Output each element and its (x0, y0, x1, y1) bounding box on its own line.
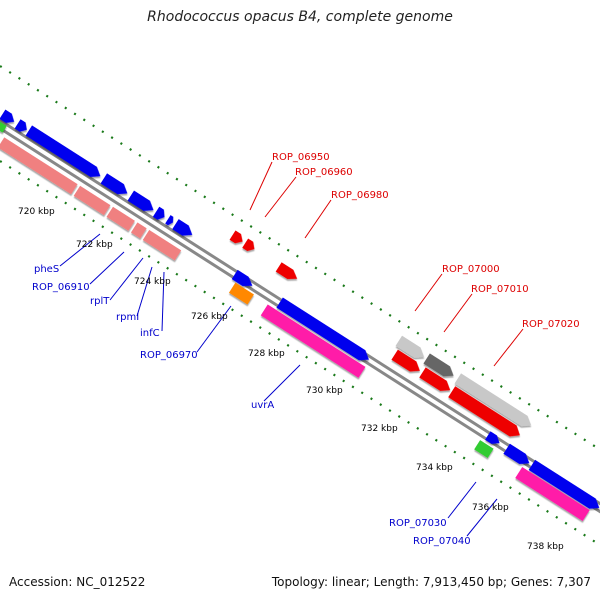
gene-feature-32 (528, 459, 600, 509)
scale-label-732: 732 kbp (361, 424, 398, 434)
gene-label-rplt[interactable]: rplT (90, 296, 110, 307)
gene-feature-31 (503, 443, 530, 465)
leader-line-3 (304, 199, 332, 239)
map-title: Rhodococcus opacus B4, complete genome (147, 9, 453, 25)
scale-tick-labels: 720 kbp 722 kbp 724 kbp 726 kbp 728 kbp … (18, 207, 564, 552)
gene-feature-2 (14, 119, 27, 132)
gene-feature-22 (260, 304, 366, 378)
gene-feature-8 (172, 219, 193, 236)
gene-feature-23 (395, 335, 425, 358)
gene-label-rop-06980[interactable]: ROP_06980 (331, 190, 389, 201)
gene-feature-26 (391, 349, 420, 372)
scale-label-720: 720 kbp (18, 207, 55, 217)
gene-feature-14 (0, 118, 7, 133)
gene-label-rop-07000[interactable]: ROP_07000 (442, 264, 500, 275)
scale-label-736: 736 kbp (472, 503, 509, 513)
gene-label-uvra[interactable]: uvrA (251, 400, 274, 411)
scale-label-726: 726 kbp (191, 312, 228, 322)
dotted-scale-line-1 (0, 65, 600, 451)
leader-line-8 (89, 251, 125, 285)
gene-feature-3 (25, 125, 101, 177)
gene-feature-5 (127, 190, 154, 211)
gene-feature-13 (142, 229, 182, 261)
gene-feature-24 (423, 353, 454, 377)
gene-label-rop-07030[interactable]: ROP_07030 (389, 518, 447, 529)
leader-line-14 (447, 481, 477, 519)
gene-feature-33 (515, 467, 590, 522)
gene-feature-16 (229, 230, 243, 244)
gene-feature-29 (485, 431, 500, 444)
gene-feature-30 (474, 440, 494, 458)
gene-label-rop-07010[interactable]: ROP_07010 (471, 284, 529, 295)
gene-feature-6 (152, 206, 165, 220)
dotted-scale-line-2 (0, 160, 600, 546)
leader-line-13 (263, 364, 301, 402)
gene-label-rpmi[interactable]: rpmI (116, 312, 139, 323)
gene-feature-11 (106, 206, 135, 231)
gene-feature-20 (228, 282, 254, 305)
gene-feature-27 (419, 367, 451, 391)
scale-label-724: 724 kbp (134, 277, 171, 287)
label-leader-lines (59, 161, 524, 537)
gene-features (0, 109, 600, 522)
leader-line-7 (59, 233, 101, 267)
leader-line-12 (196, 305, 232, 353)
gene-label-rop-06910[interactable]: ROP_06910 (32, 282, 90, 293)
scale-label-722: 722 kbp (76, 240, 113, 250)
leader-line-6 (493, 328, 524, 367)
scale-label-734: 734 kbp (416, 463, 453, 473)
gene-feature-18 (275, 262, 298, 280)
gene-feature-10 (73, 185, 111, 216)
gene-label-rop-06970[interactable]: ROP_06970 (140, 350, 198, 361)
gene-feature-19 (231, 269, 253, 287)
gene-label-infc[interactable]: infC (140, 328, 160, 339)
gene-feature-25 (454, 373, 532, 426)
leader-line-15 (466, 498, 498, 537)
scale-label-738: 738 kbp (527, 542, 564, 552)
leader-line-11 (161, 271, 165, 332)
scale-label-730: 730 kbp (306, 386, 343, 396)
leader-line-10 (136, 266, 153, 317)
gene-feature-28 (448, 386, 520, 437)
leader-line-9 (109, 257, 144, 301)
gene-feature-12 (130, 222, 147, 239)
gene-label-rop-06960[interactable]: ROP_06960 (295, 167, 353, 178)
gene-labels-bottom: pheS ROP_06910 rplT rpmI infC ROP_06970 … (32, 264, 471, 547)
gene-label-rop-07020[interactable]: ROP_07020 (522, 319, 580, 330)
gene-label-rop-07040[interactable]: ROP_07040 (413, 536, 471, 547)
leader-line-4 (414, 273, 443, 312)
scale-label-728: 728 kbp (248, 349, 285, 359)
leader-line-1 (249, 161, 273, 211)
feature-track (0, 109, 600, 522)
genome-stats-text: Topology: linear; Length: 7,913,450 bp; … (271, 575, 591, 589)
gene-feature-4 (100, 173, 128, 195)
gene-labels-top: ROP_06950 ROP_06960 ROP_06980 ROP_07000 … (272, 152, 580, 330)
accession-text: Accession: NC_012522 (9, 575, 146, 589)
leader-line-2 (264, 176, 297, 218)
leader-line-5 (443, 293, 473, 333)
gene-feature-17 (242, 238, 255, 252)
gene-label-rop-06950[interactable]: ROP_06950 (272, 152, 330, 163)
gene-feature-21 (276, 297, 369, 361)
gene-label-phes[interactable]: pheS (34, 264, 59, 275)
gene-feature-9 (0, 137, 78, 195)
gene-feature-7 (165, 215, 174, 226)
gene-feature-1 (0, 109, 15, 123)
